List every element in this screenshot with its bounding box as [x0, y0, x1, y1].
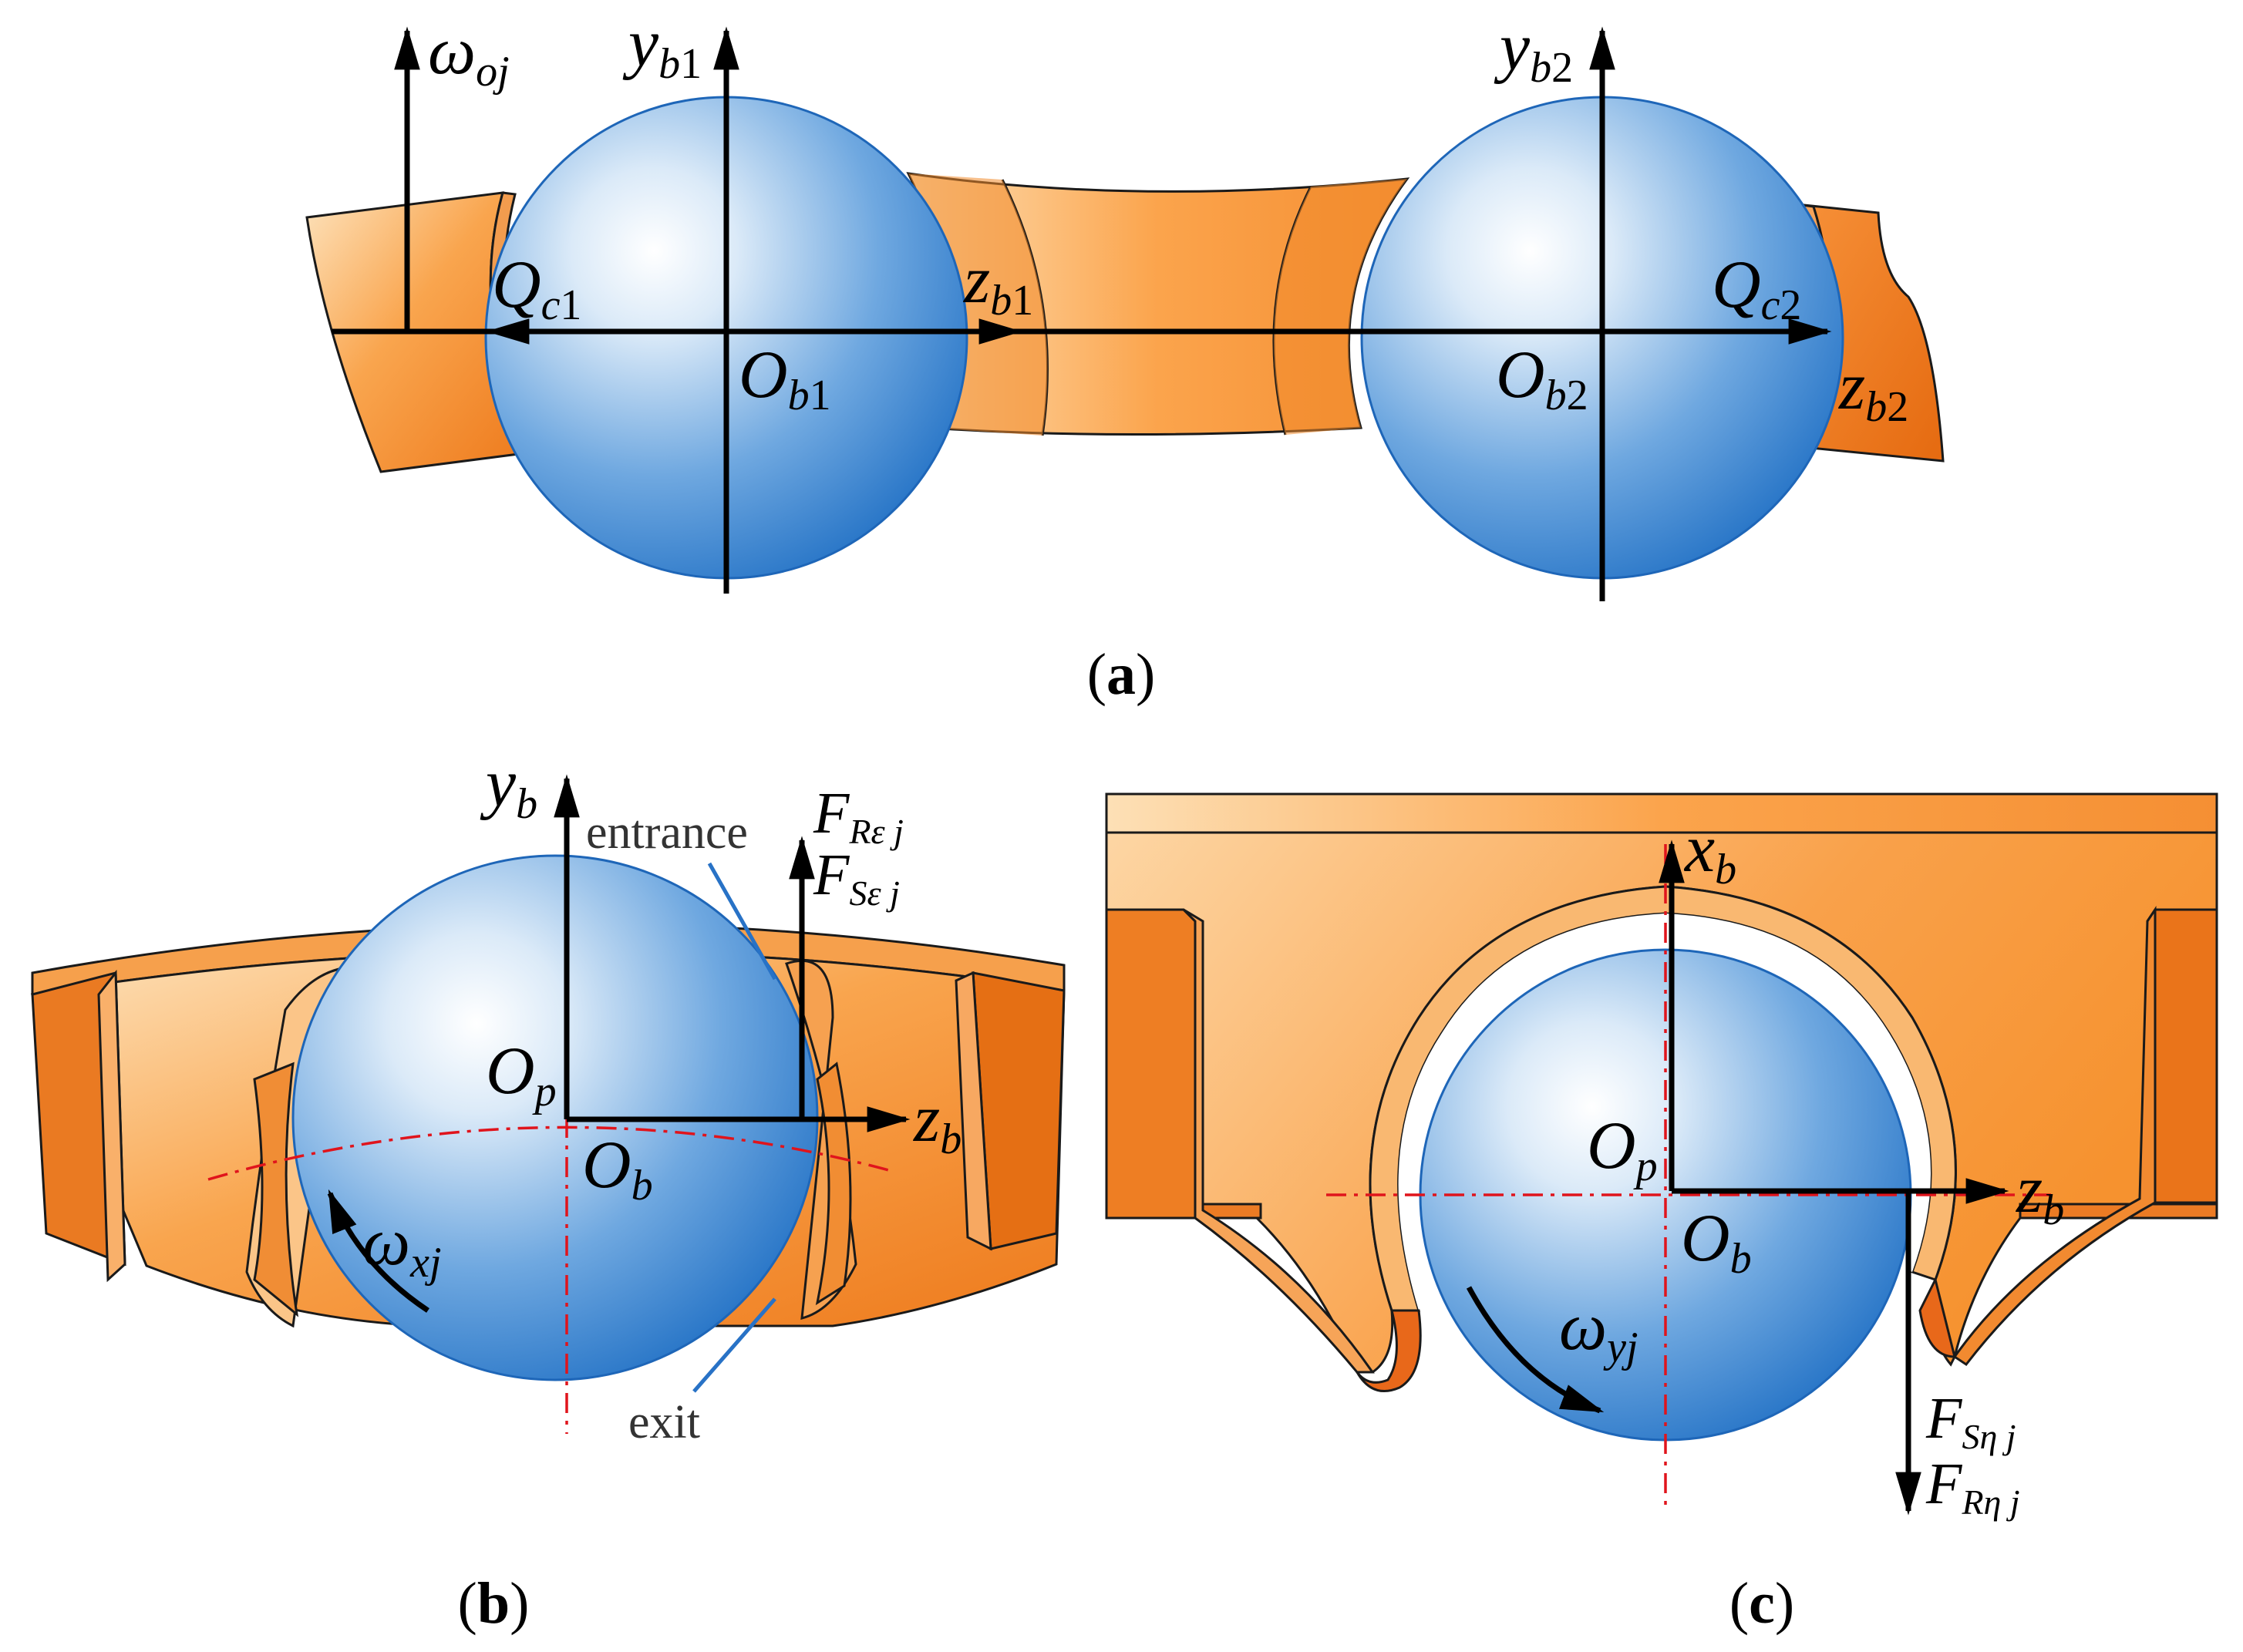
label-yb2: yb2 [1494, 10, 1573, 92]
caption-b: (b) [458, 1571, 530, 1636]
label-exit: exit [628, 1396, 700, 1448]
label-ob-c: Ob [1681, 1201, 1752, 1283]
cage-c-left-slot [1105, 908, 1197, 1220]
cage-c-right-slot [2146, 908, 2218, 1204]
label-zb: zb [913, 1082, 962, 1163]
cage-c-left-slot-wall [1182, 908, 1375, 1374]
leader-entrance [707, 862, 777, 981]
label-ob-b: Ob [582, 1128, 653, 1210]
cage-c-top-strip [1105, 792, 2218, 834]
label-op-c: Op [1587, 1109, 1658, 1190]
cage-a-middle-shade-right [1273, 179, 1407, 435]
caption-a: (a) [1087, 642, 1156, 707]
arrow-omega-yj [1466, 1286, 1605, 1414]
label-yb1: yb1 [622, 6, 702, 88]
label-yb: yb [480, 746, 537, 828]
label-f-s-epsilon: FSε j [813, 843, 900, 913]
panel-a: ωoj yb1 yb2 Qc1 Qc2 zb1 zb2 Ob1 Ob2 (a) [305, 6, 1945, 707]
label-qc2: Qc2 [1712, 247, 1801, 329]
label-ob2: Ob2 [1496, 338, 1588, 419]
cage-b-left-slot-face [97, 969, 126, 1283]
arrow-omega-xj [327, 1189, 429, 1313]
leader-exit [692, 1297, 776, 1393]
label-omega-oj: ωoj [428, 14, 510, 96]
cage-b-right-slot-face [955, 971, 992, 1251]
label-op-b: Op [486, 1034, 557, 1115]
label-entrance: entrance [586, 806, 748, 859]
label-omega-xj: ωxj [362, 1205, 442, 1287]
label-qc1: Qc1 [492, 247, 581, 329]
label-zb1: zb1 [963, 243, 1033, 325]
label-zb-c: zb [2016, 1152, 2064, 1234]
cage-c-right-finger-tip [1918, 1276, 1956, 1358]
label-f-r-eta: FRη j [1925, 1452, 2020, 1522]
cage-b-right-pocket-wall [815, 1062, 852, 1306]
caption-c: (c) [1729, 1571, 1794, 1636]
cage-c-left-finger-tip [1356, 1309, 1422, 1392]
label-omega-yj: ωyj [1559, 1290, 1638, 1371]
panel-c: xb zb Op Ob ωyj FSη j FRη j (c) [1105, 792, 2218, 1636]
label-f-s-eta: FSη j [1925, 1386, 2016, 1456]
centerline-b-arc [207, 1125, 895, 1181]
cage-b-left-pocket-wall [253, 1062, 299, 1317]
cage-c-right-slot-wall [1952, 906, 2157, 1367]
label-zb2: zb2 [1838, 349, 1908, 431]
panel-b: yb zb Op Ob ωxj FRε j FSε j entrance exi… [30, 746, 1066, 1636]
label-xb: xb [1683, 812, 1736, 893]
label-ob1: Ob1 [739, 338, 831, 419]
label-f-r-epsilon: FRε j [813, 781, 904, 851]
